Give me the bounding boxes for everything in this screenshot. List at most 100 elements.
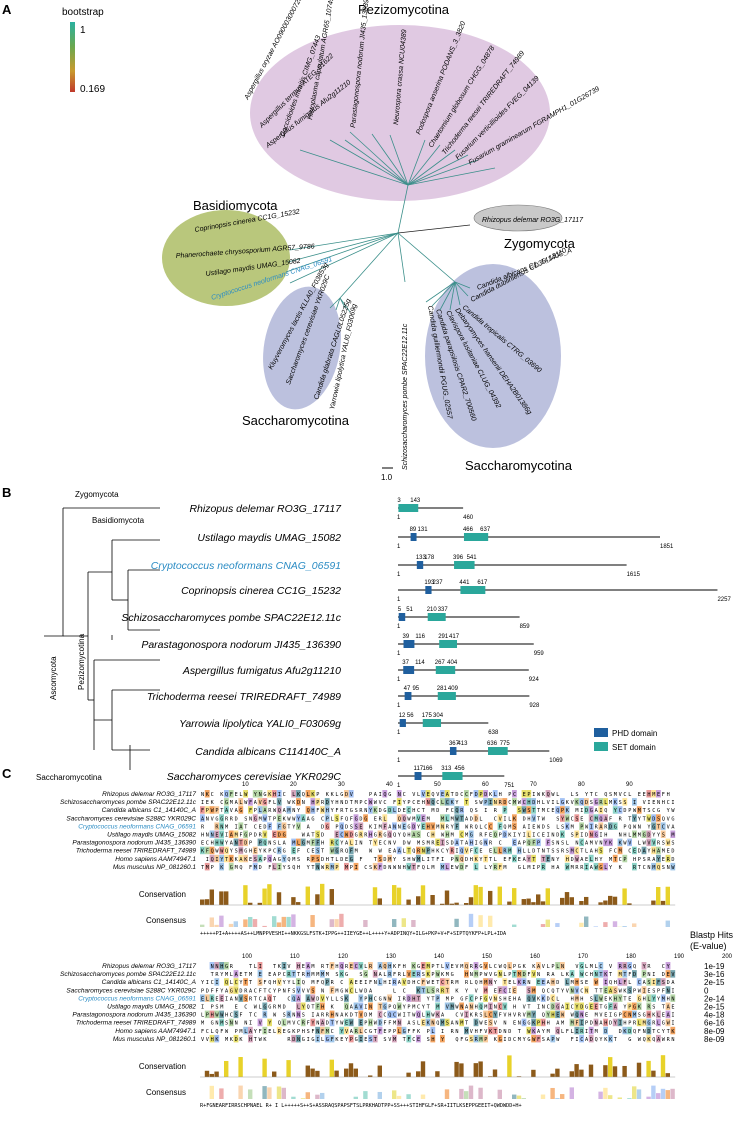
phd-end-label: 131 [418, 527, 429, 533]
residue: R [417, 849, 421, 855]
residue: V [263, 833, 266, 839]
conservation-bar [651, 900, 656, 905]
residue: F [201, 808, 204, 814]
residue: T [657, 824, 660, 830]
sequence-name: Mus musculus NP_081260.1 [113, 864, 196, 871]
residue: Y [311, 1021, 315, 1027]
residue: K [575, 800, 579, 806]
residue: G [595, 833, 598, 839]
residue-cell [435, 1002, 440, 1010]
residue-cell [372, 806, 378, 814]
residue-cell [420, 790, 426, 798]
conservation-bar [555, 1068, 560, 1077]
residue: N [518, 1021, 521, 1027]
residue: Y [427, 996, 431, 1002]
ruler-tick: 140 [434, 954, 445, 960]
residue: D [571, 857, 574, 863]
conservation-bar [262, 888, 267, 905]
residue: D [345, 792, 348, 798]
residue: H [215, 841, 218, 847]
residue: N [206, 816, 209, 822]
residue: W [273, 1013, 277, 1019]
residue: R [215, 824, 219, 830]
residue-cell [228, 790, 234, 798]
residue: G [407, 824, 410, 830]
conservation-bar [550, 1073, 555, 1077]
residue: S [417, 833, 420, 839]
residue: H [667, 996, 670, 1002]
residue: V [359, 964, 362, 970]
residue: E [451, 865, 454, 871]
residue-cell [444, 862, 450, 871]
residue: C [595, 792, 598, 798]
residue: T [628, 816, 631, 822]
residue: R [523, 980, 527, 986]
residue-cell [200, 846, 205, 855]
residue-cell [545, 838, 551, 847]
residue-cell [449, 846, 455, 855]
residue: Y [494, 1013, 498, 1019]
residue: C [513, 1037, 516, 1043]
set-start-label: 175 [422, 713, 433, 719]
residue-cell [574, 814, 580, 822]
residue: T [379, 1005, 382, 1011]
residue-cell [579, 1002, 584, 1010]
residue: V [523, 1005, 526, 1011]
residue-cell [348, 986, 354, 994]
residue: R [475, 1037, 479, 1043]
residue: T [518, 1029, 521, 1035]
residue-cell [372, 970, 378, 978]
residue-cell [646, 1002, 652, 1010]
sequence-name: Rhizopus delemar RO3G_17117 [102, 963, 196, 970]
residue: R [470, 964, 474, 970]
residue-cell [276, 814, 282, 822]
protein-name: Schizosaccharomyces pombe SPAC22E12.11c [121, 612, 341, 624]
residue: K [609, 1037, 613, 1043]
residue: N [580, 1013, 583, 1019]
residue: H [614, 980, 617, 986]
residue: Y [647, 849, 651, 855]
residue: S [638, 1013, 641, 1019]
consensus-logo-bar [521, 1098, 526, 1099]
residue: L [239, 800, 242, 806]
residue-cell [646, 790, 652, 798]
residue: A [671, 980, 675, 986]
residue: Y [398, 833, 402, 839]
residue: Y [599, 1037, 603, 1043]
residue-cell [416, 854, 421, 863]
residue: T [403, 1037, 406, 1043]
residue: R [369, 964, 373, 970]
residue-cell [497, 814, 503, 822]
residue: M [590, 964, 593, 970]
residue-cell [315, 846, 320, 855]
residue-cell [483, 790, 488, 798]
residue: P [427, 1029, 430, 1035]
residue: V [388, 1037, 391, 1043]
residue: Q [547, 792, 550, 798]
residue: A [340, 1013, 344, 1019]
residue: S [335, 816, 338, 822]
residue-cell [617, 846, 623, 855]
residue: D [451, 841, 454, 847]
residue: Y [393, 857, 397, 863]
residue: A [379, 964, 383, 970]
residue: A [465, 1005, 469, 1011]
residue: S [292, 988, 295, 994]
residue-cell [204, 862, 210, 871]
residue-cell [593, 862, 599, 871]
residue: Y [374, 841, 378, 847]
residue-cell [276, 1026, 282, 1035]
conservation-bar [430, 895, 435, 905]
residue-cell [492, 862, 498, 871]
residue: M [652, 865, 655, 871]
residue: D [652, 816, 655, 822]
residue-cell [603, 986, 608, 994]
residue-cell [636, 1018, 642, 1027]
sequence-name: Trichoderma reesei TRIREDRAFT_74989 [76, 1020, 197, 1027]
residue: L [292, 980, 295, 986]
residue: S [647, 980, 650, 986]
residue: Y [609, 865, 613, 871]
residue-cell [459, 1018, 464, 1027]
residue: M [571, 849, 574, 855]
residue: W [619, 988, 623, 994]
